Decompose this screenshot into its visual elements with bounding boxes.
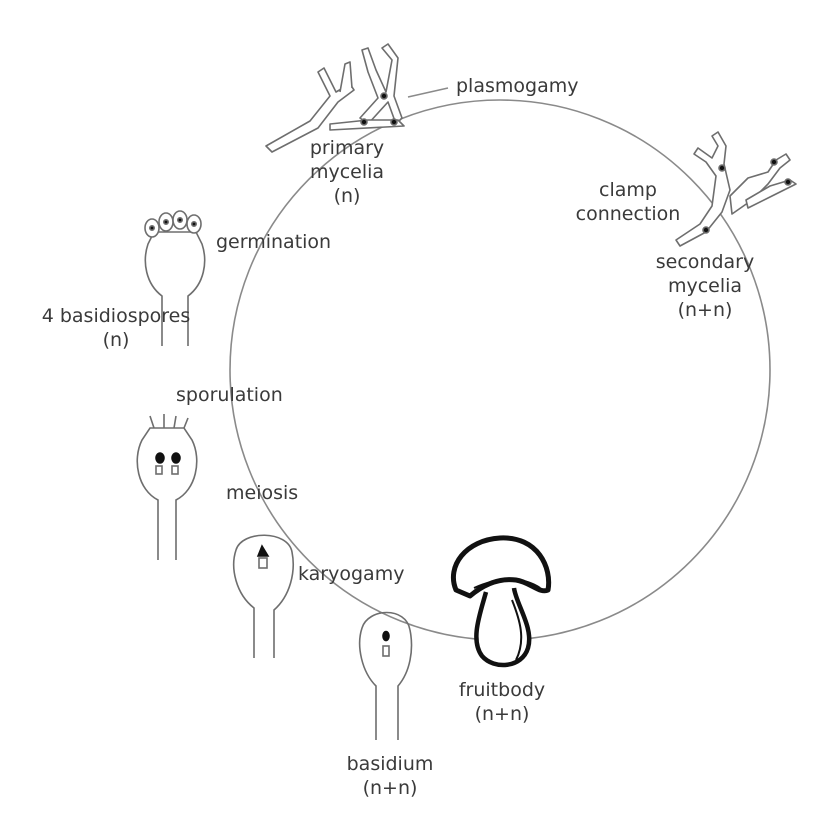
clamp-connection-label: clamp connection: [570, 178, 686, 226]
karyogamy-basidium-illustration: [234, 535, 293, 658]
plasmogamy-label: plasmogamy: [456, 74, 578, 98]
basidium-line1: basidium: [330, 752, 450, 776]
basidiospores-label: 4 basidiospores (n): [26, 304, 206, 352]
karyogamy-label: karyogamy: [298, 562, 404, 586]
secondary-mycelia-line1: secondary: [640, 250, 770, 274]
basidiospores-ploidy: (n): [26, 328, 206, 352]
basidium-illustration: [360, 613, 412, 741]
secondary-mycelia-label: secondary mycelia (n+n): [640, 250, 770, 322]
primary-mycelia-line1: primary: [292, 136, 402, 160]
primary-mycelia-ploidy: (n): [292, 184, 402, 208]
basidium-ploidy: (n+n): [330, 776, 450, 800]
fruitbody-line1: fruitbody: [440, 678, 564, 702]
basidium-label: basidium (n+n): [330, 752, 450, 800]
primary-mycelia-line2: mycelia: [292, 160, 402, 184]
basidiospores-line1: 4 basidiospores: [26, 304, 206, 328]
secondary-mycelia-line2: mycelia: [640, 274, 770, 298]
primary-mycelia-label: primary mycelia (n): [292, 136, 402, 208]
fruitbody-label: fruitbody (n+n): [440, 678, 564, 726]
fruitbody-mushroom-icon: [453, 538, 548, 665]
secondary-mycelia-ploidy: (n+n): [640, 298, 770, 322]
meiosis-label: meiosis: [226, 481, 298, 505]
clamp-connection-line1: clamp: [570, 178, 686, 202]
sporulation-label: sporulation: [176, 383, 283, 407]
plasmogamy-connector: [408, 88, 448, 97]
clamp-connection-line2: connection: [570, 202, 686, 226]
germination-label: germination: [216, 230, 331, 254]
meiosis-basidium-illustration: [137, 414, 197, 560]
fruitbody-ploidy: (n+n): [440, 702, 564, 726]
secondary-mycelia-illustration: [676, 132, 796, 246]
